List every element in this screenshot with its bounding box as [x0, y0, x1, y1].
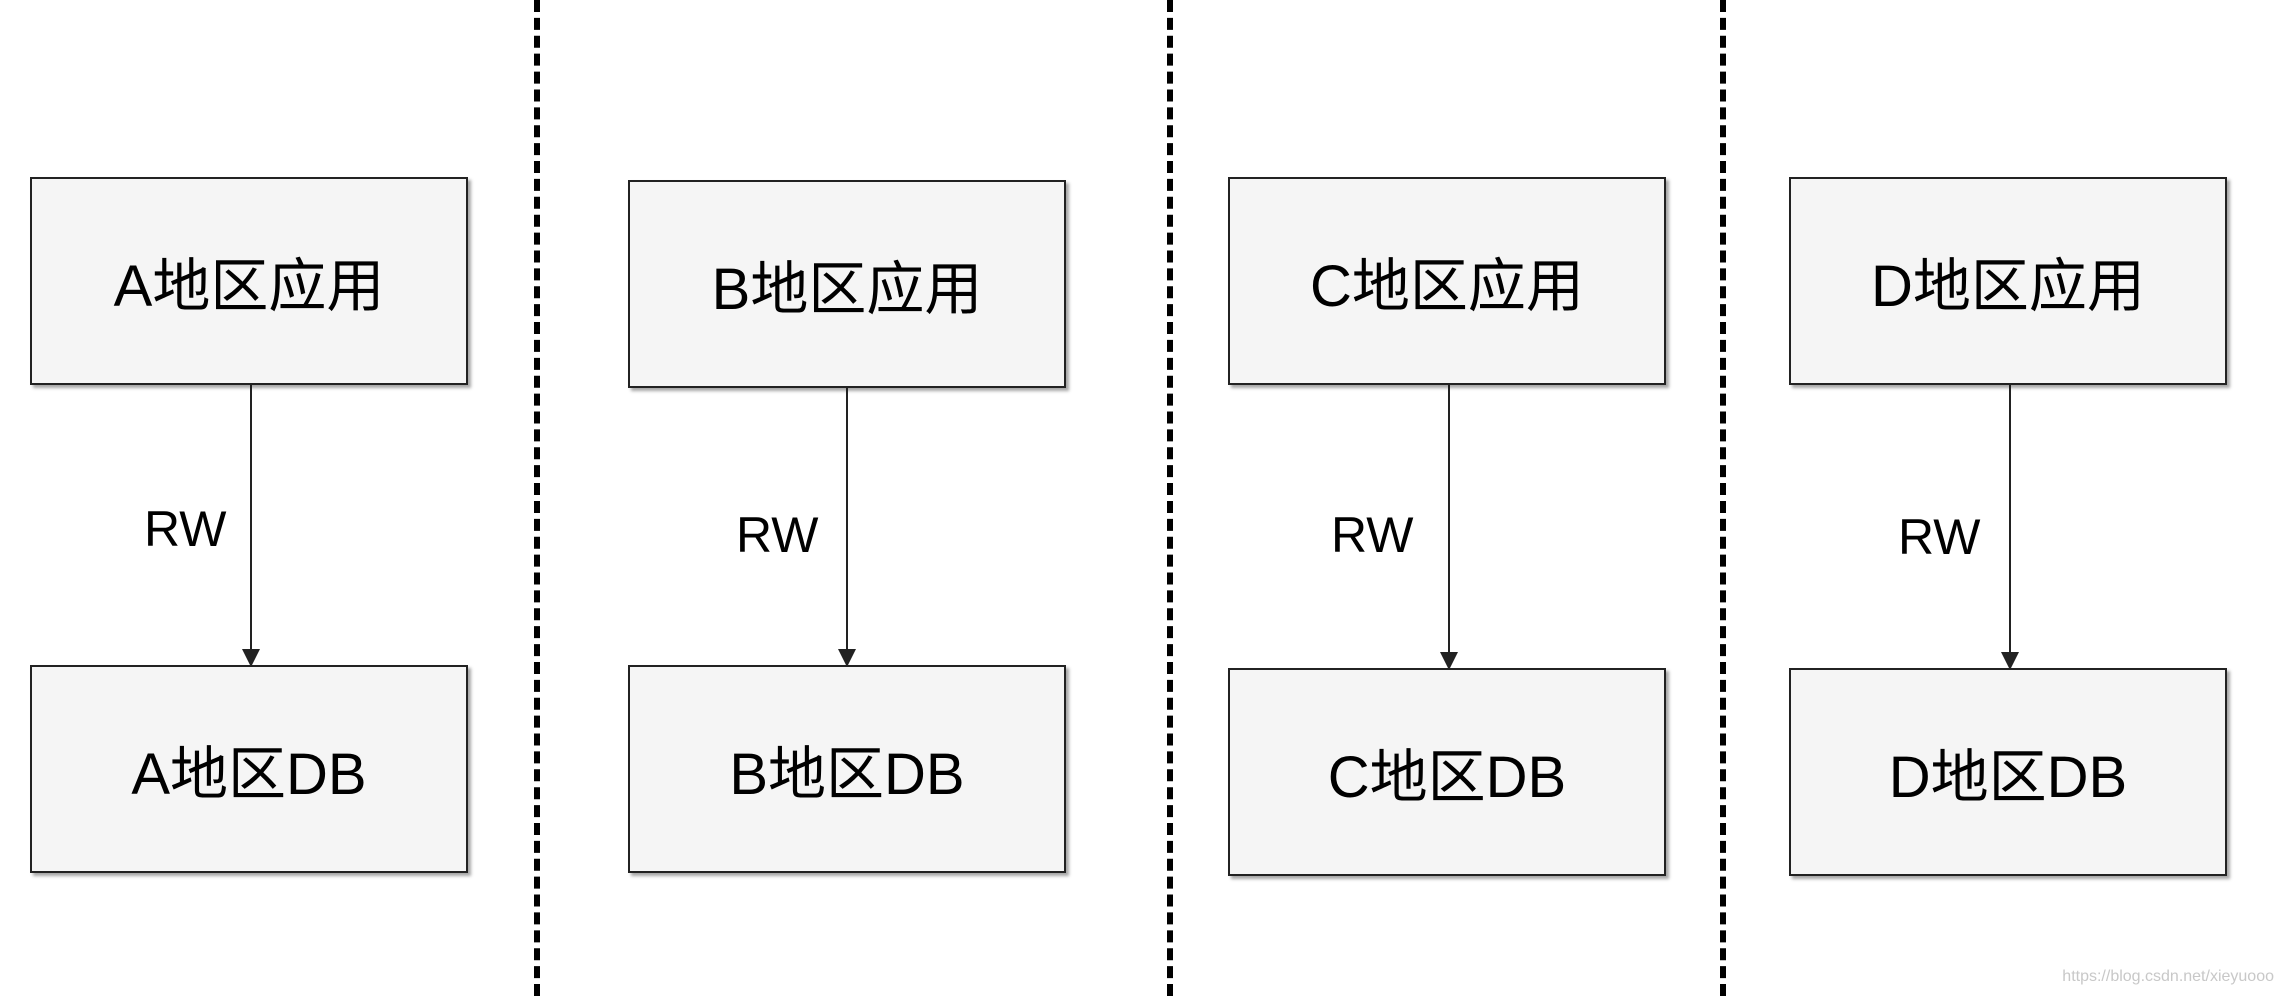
watermark-text: https://blog.csdn.net/xieyuooo [2062, 968, 2274, 985]
region-b-rw-arrow [838, 388, 856, 667]
region-c-app-box: C地区应用 [1228, 177, 1666, 385]
region-d-db-box: D地区DB [1789, 668, 2227, 876]
region-d-db-label: D地区DB [1888, 745, 2128, 810]
region-b-app-box: B地区应用 [628, 180, 1066, 388]
region-a-db-label: A地区DB [131, 742, 367, 807]
region-a-app-label: A地区应用 [113, 254, 385, 319]
region-c-rw-arrow [1440, 385, 1458, 670]
region-a-rw-arrow [242, 385, 260, 667]
region-divider-bc [1167, 0, 1173, 996]
region-d-app-box: D地区应用 [1789, 177, 2227, 385]
region-c-db-box: C地区DB [1228, 668, 1666, 876]
region-c-rw-label: RW [1331, 507, 1414, 563]
region-d-app-label: D地区应用 [1871, 254, 2145, 319]
region-b-rw-label: RW [736, 507, 819, 563]
region-c-db-label: C地区DB [1327, 745, 1567, 810]
region-c-app-label: C地区应用 [1310, 254, 1584, 319]
region-b-db-box: B地区DB [628, 665, 1066, 873]
region-divider-ab [534, 0, 540, 996]
region-b-db-label: B地区DB [729, 742, 965, 807]
region-b-app-label: B地区应用 [711, 257, 983, 322]
region-divider-cd [1720, 0, 1726, 996]
region-d-rw-arrow [2001, 385, 2019, 670]
region-d-rw-label: RW [1898, 509, 1981, 565]
region-a-app-box: A地区应用 [30, 177, 468, 385]
region-a-rw-label: RW [144, 501, 227, 557]
region-a-db-box: A地区DB [30, 665, 468, 873]
